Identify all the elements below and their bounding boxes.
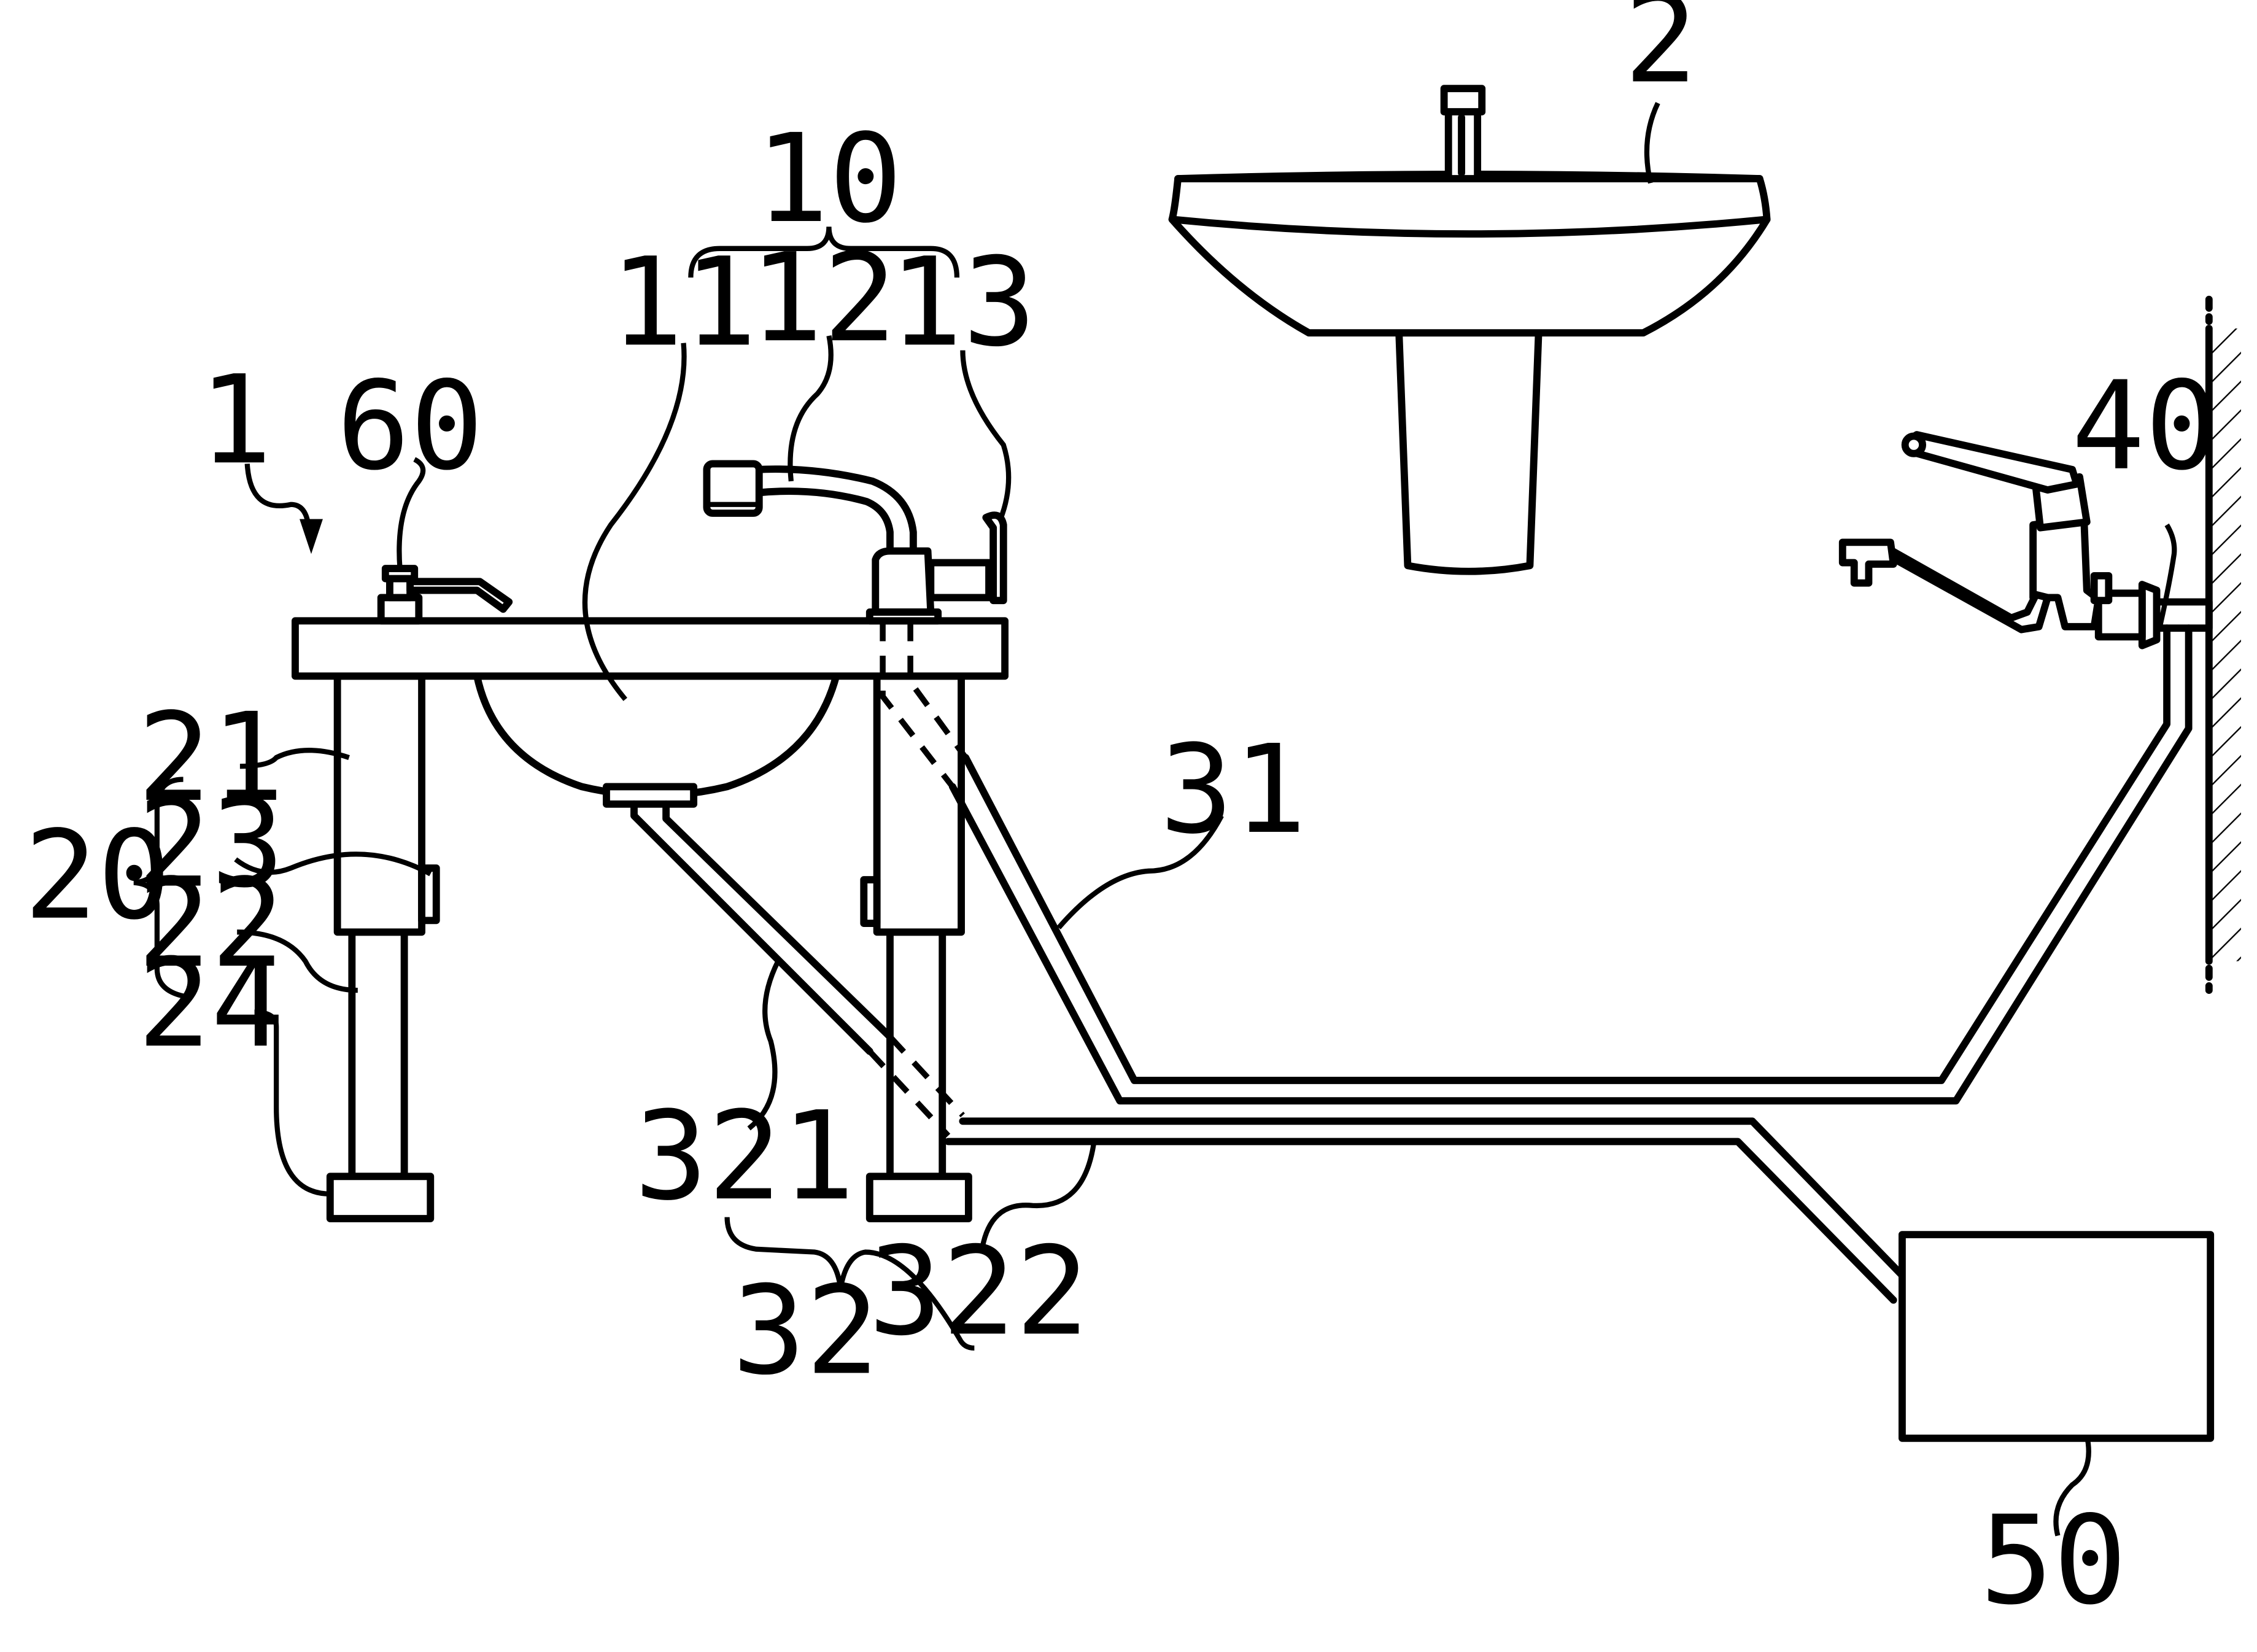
label-23: 23 (137, 772, 285, 915)
label-321: 321 (634, 1085, 854, 1227)
portable-sink (292, 460, 1009, 1222)
label-40: 40 (2072, 355, 2219, 497)
label-20: 20 (24, 804, 171, 947)
label-22: 22 (137, 852, 285, 995)
pedestal-sink (1168, 85, 1771, 575)
label-10: 10 (756, 107, 903, 250)
label-13: 13 (889, 231, 1037, 373)
label-32: 32 (732, 1259, 880, 1402)
label-21: 21 (137, 686, 285, 829)
label-31: 31 (1159, 718, 1307, 861)
wall (2205, 295, 2241, 995)
drain-pipe (630, 800, 1906, 1304)
leader-lines (133, 102, 2177, 1537)
label-12: 12 (749, 227, 897, 369)
label-1: 1 (199, 349, 273, 491)
wall-faucet (1838, 431, 2213, 650)
water-tank (1898, 1231, 2215, 1442)
label-24: 24 (137, 932, 285, 1074)
label-50: 50 (1980, 1489, 2127, 1632)
label-2: 2 (1624, 0, 1698, 111)
supply-pipe (948, 624, 2193, 1105)
label-322: 322 (869, 1220, 1089, 1362)
label-60: 60 (336, 355, 484, 497)
label-11: 11 (610, 231, 757, 373)
reference-numerals: 1 2 10 11 12 13 20 21 22 23 24 31 32 321… (24, 0, 2218, 1632)
